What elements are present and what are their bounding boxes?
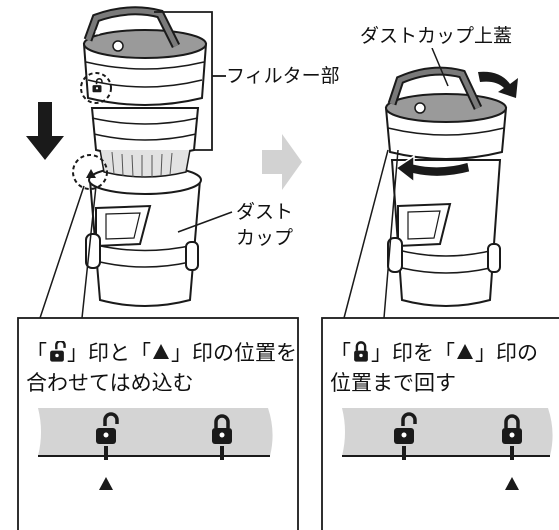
left-callout-leader bbox=[39, 185, 97, 319]
triangle-mark-on-cup bbox=[86, 169, 96, 178]
dust-cup-top-lid-label: ダストカップ上蓋 bbox=[360, 24, 513, 48]
right-callout-line2: 位置まで回す bbox=[330, 371, 456, 395]
triangle-marker-icon bbox=[505, 477, 519, 490]
right-callout-instruction: 「」印を「」印の 位置まで回す bbox=[330, 338, 538, 398]
filter-section-label: フィルター部 bbox=[226, 64, 340, 88]
left-callout-line1: 「」印と「」印の位置を bbox=[26, 341, 297, 365]
highlight-circle-upper bbox=[80, 72, 112, 104]
left-dust-cup bbox=[85, 165, 202, 307]
locked-padlock-icon bbox=[354, 341, 368, 362]
left-mark-band bbox=[38, 408, 273, 456]
dust-cup-label-line1: ダスト bbox=[236, 201, 294, 223]
left-filter-unit bbox=[82, 6, 208, 178]
dust-cup-label-line2: カップ bbox=[236, 227, 294, 249]
triangle-icon bbox=[457, 344, 473, 359]
rotate-arrow-back-icon bbox=[394, 154, 471, 184]
left-callout-line2: 合わせてはめ込む bbox=[26, 371, 194, 395]
highlight-circle-lower bbox=[72, 154, 108, 190]
unlocked-padlock-icon bbox=[50, 341, 66, 362]
down-arrow-icon bbox=[26, 102, 64, 160]
triangle-icon bbox=[153, 344, 169, 359]
step-arrow-icon bbox=[262, 134, 302, 190]
right-mark-band bbox=[342, 408, 553, 456]
rotate-arrow-icon bbox=[478, 71, 518, 98]
triangle-marker-icon bbox=[99, 477, 113, 490]
right-top-lid bbox=[384, 66, 508, 160]
filter-section-bracket bbox=[154, 11, 213, 151]
right-callout-line1: 「」印を「」印の bbox=[330, 341, 538, 365]
left-callout-instruction: 「」印と「」印の位置を 合わせてはめ込む bbox=[26, 338, 297, 398]
right-dust-cup bbox=[387, 159, 502, 307]
right-callout-leader bbox=[343, 149, 399, 319]
